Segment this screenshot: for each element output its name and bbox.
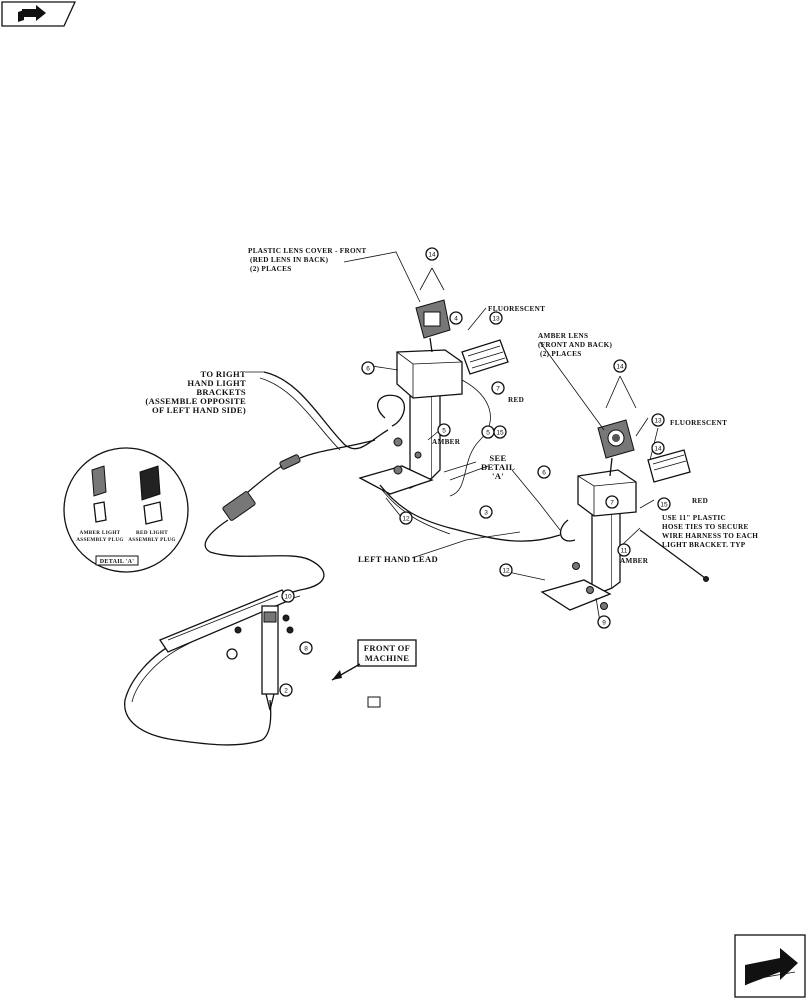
svg-text:(ASSEMBLE OPPOSITE: (ASSEMBLE OPPOSITE — [145, 396, 246, 406]
callout-bubble: 5 — [481, 425, 495, 439]
svg-text:(2) PLACES: (2) PLACES — [540, 350, 582, 358]
svg-text:15: 15 — [660, 502, 668, 509]
svg-text:'A': 'A' — [492, 471, 504, 481]
callout-group: 14 6 4 13 7 5 12 6 5 14 13 15 14 7 15 3 … — [279, 247, 671, 697]
svg-text:6: 6 — [542, 470, 546, 477]
svg-text:DETAIL: DETAIL — [481, 462, 515, 472]
label-amber-light-plug: AMBER LIGHT ASSEMBLY PLUG — [76, 530, 123, 543]
label-fluorescent-left: FLUORESCENT — [488, 305, 545, 313]
svg-text:FRONT OF: FRONT OF — [364, 643, 410, 653]
label-red-light-plug: RED LIGHT ASSEMBLY PLUG — [128, 530, 175, 543]
label-to-right-hand: TO RIGHT HAND LIGHT BRACKETS (ASSEMBLE O… — [145, 369, 246, 415]
detail-a-circle — [63, 447, 189, 573]
front-of-machine-box — [331, 639, 417, 681]
svg-text:9: 9 — [602, 620, 606, 627]
book-nav-icon[interactable] — [1, 1, 77, 27]
svg-text:13: 13 — [654, 418, 662, 425]
label-lens-cover: PLASTIC LENS COVER - FRONT (RED LENS IN … — [248, 247, 366, 273]
svg-text:12: 12 — [502, 568, 510, 575]
svg-text:8: 8 — [304, 646, 308, 653]
svg-text:5: 5 — [442, 428, 446, 435]
reference-tag — [367, 696, 381, 708]
label-red-left: RED — [508, 396, 524, 404]
svg-text:AMBER LENS: AMBER LENS — [538, 332, 588, 340]
svg-text:2: 2 — [284, 688, 288, 695]
svg-text:ASSEMBLY PLUG: ASSEMBLY PLUG — [76, 537, 123, 543]
svg-text:LIGHT BRACKET. TYP: LIGHT BRACKET. TYP — [662, 541, 746, 549]
svg-text:OF LEFT HAND SIDE): OF LEFT HAND SIDE) — [152, 405, 246, 415]
label-see-detail: SEE DETAIL 'A' — [481, 453, 515, 481]
callout-bubble: 9 — [597, 615, 611, 629]
label-front-of-machine: FRONT OF MACHINE — [364, 643, 410, 663]
svg-text:(FRONT AND BACK): (FRONT AND BACK) — [538, 341, 612, 349]
svg-text:ASSEMBLY PLUG: ASSEMBLY PLUG — [128, 537, 175, 543]
svg-text:HAND LIGHT: HAND LIGHT — [187, 378, 246, 388]
callout-bubble: 11 — [617, 543, 631, 557]
svg-text:7: 7 — [496, 386, 500, 393]
callout-bubble: 7 — [605, 495, 619, 509]
svg-text:AMBER LIGHT: AMBER LIGHT — [80, 530, 121, 536]
callout-bubble: 14 — [425, 247, 439, 261]
svg-text:12: 12 — [402, 516, 410, 523]
svg-text:6: 6 — [366, 366, 370, 373]
svg-text:RED LIGHT: RED LIGHT — [136, 530, 168, 536]
left-light-bracket — [358, 299, 509, 497]
svg-text:(RED LENS IN BACK): (RED LENS IN BACK) — [250, 256, 329, 264]
callout-bubble: 13 — [651, 413, 665, 427]
svg-text:13: 13 — [492, 316, 500, 323]
svg-text:WIRE HARNESS TO EACH: WIRE HARNESS TO EACH — [662, 532, 758, 540]
svg-text:MACHINE: MACHINE — [365, 653, 410, 663]
label-use-plastic: USE 11" PLASTIC HOSE TIES TO SECURE WIRE… — [662, 514, 758, 549]
label-amber-lens: AMBER LENS (FRONT AND BACK) (2) PLACES — [538, 332, 612, 358]
svg-text:BRACKETS: BRACKETS — [196, 387, 246, 397]
callout-bubble: 6 — [361, 361, 375, 375]
svg-text:4: 4 — [454, 316, 458, 323]
callout-bubble: 3 — [479, 505, 493, 519]
label-amber-left: AMBER — [432, 438, 461, 446]
callout-bubble: 7 — [491, 381, 505, 395]
label-fluorescent-right: FLUORESCENT — [670, 419, 727, 427]
callout-bubble: 4 — [449, 311, 463, 325]
svg-text:11: 11 — [621, 548, 628, 555]
svg-text:15: 15 — [496, 430, 504, 437]
label-detail-a: DETAIL 'A' — [100, 559, 134, 565]
svg-text:14: 14 — [428, 252, 436, 259]
leader-lines — [246, 251, 659, 623]
right-light-bracket — [540, 419, 709, 611]
callout-bubble: 5 — [437, 423, 451, 437]
callout-bubble: 6 — [537, 465, 551, 479]
svg-text:USE 11" PLASTIC: USE 11" PLASTIC — [662, 514, 726, 522]
svg-text:HOSE TIES TO SECURE: HOSE TIES TO SECURE — [662, 523, 749, 531]
svg-text:14: 14 — [654, 446, 662, 453]
svg-text:TO RIGHT: TO RIGHT — [201, 369, 246, 379]
label-amber-right: AMBER — [620, 557, 649, 565]
callout-bubble: 15 — [493, 425, 507, 439]
svg-text:(2) PLACES: (2) PLACES — [250, 265, 292, 273]
callout-bubble: 13 — [489, 311, 503, 325]
callout-bubble: 14 — [613, 359, 627, 373]
svg-text:5: 5 — [486, 430, 490, 437]
svg-text:3: 3 — [484, 510, 488, 517]
callout-bubble: 12 — [399, 511, 413, 525]
wire-harness — [124, 371, 561, 746]
next-page-arrow-icon[interactable] — [734, 934, 806, 998]
callout-bubble: 15 — [657, 497, 671, 511]
svg-text:10: 10 — [284, 594, 292, 601]
callout-bubble: 8 — [299, 641, 313, 655]
label-left-hand-lead: LEFT HAND LEAD — [358, 554, 438, 564]
callout-bubble: 2 — [279, 683, 293, 697]
callout-bubble: 12 — [499, 563, 513, 577]
callout-bubble: 14 — [651, 441, 665, 455]
svg-text:14: 14 — [616, 364, 624, 371]
label-red-right: RED — [692, 497, 708, 505]
callout-bubble: 10 — [281, 589, 295, 603]
svg-text:7: 7 — [610, 500, 614, 507]
svg-text:SEE: SEE — [489, 453, 506, 463]
svg-text:PLASTIC LENS COVER - FRONT: PLASTIC LENS COVER - FRONT — [248, 247, 366, 255]
